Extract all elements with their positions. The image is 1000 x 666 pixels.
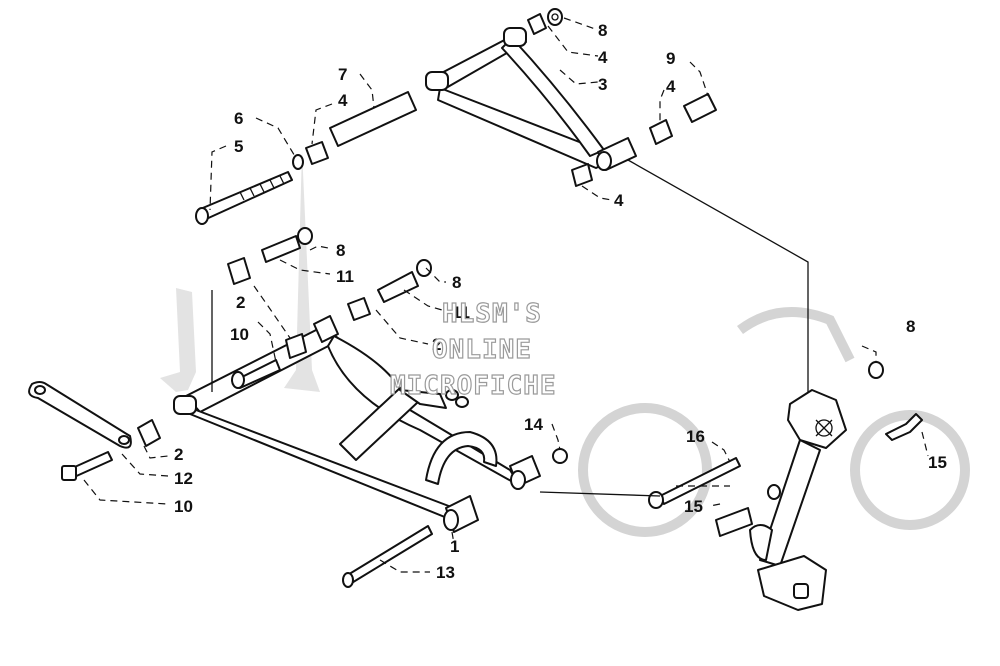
callout-2: 2 bbox=[236, 293, 245, 312]
callout-16: 16 bbox=[686, 427, 705, 446]
watermark-text: HLSM'S ONLINE MICROFICHE bbox=[389, 298, 557, 401]
callout-13: 13 bbox=[436, 563, 455, 582]
callout-2: 2 bbox=[174, 445, 183, 464]
watermark-line-3: MICROFICHE bbox=[390, 371, 557, 401]
callout-15: 15 bbox=[684, 497, 703, 516]
watermark-line-1: HLSM'S bbox=[442, 299, 542, 329]
callout-4: 4 bbox=[598, 48, 608, 67]
callout-9: 9 bbox=[666, 49, 675, 68]
callout-3: 3 bbox=[598, 75, 607, 94]
upper-a-arm bbox=[425, 27, 637, 171]
callout-14: 14 bbox=[524, 415, 543, 434]
callout-12: 12 bbox=[174, 469, 193, 488]
callout-1: 1 bbox=[450, 537, 459, 556]
callout-8: 8 bbox=[452, 273, 461, 292]
callout-10: 10 bbox=[230, 325, 249, 344]
callout-4: 4 bbox=[338, 91, 348, 110]
callout-11: 11 bbox=[452, 303, 470, 322]
lower-hardware bbox=[28, 227, 568, 588]
callout-8: 8 bbox=[598, 21, 607, 40]
assembly-lines bbox=[83, 17, 929, 573]
callout-10: 10 bbox=[174, 497, 193, 516]
callout-7: 7 bbox=[338, 65, 347, 84]
callout-11: 11 bbox=[336, 267, 354, 286]
callout-15: 15 bbox=[928, 453, 947, 472]
callout-5: 5 bbox=[234, 137, 243, 156]
callout-8: 8 bbox=[336, 241, 345, 260]
callout-8: 8 bbox=[906, 317, 915, 336]
watermark-logo bbox=[160, 150, 970, 537]
upper-hardware bbox=[195, 8, 717, 225]
watermark-line-2: ONLINE bbox=[432, 335, 532, 365]
callout-4: 4 bbox=[666, 77, 676, 96]
callout-2: 2 bbox=[432, 335, 441, 354]
callout-4: 4 bbox=[614, 191, 624, 210]
callout-6: 6 bbox=[234, 109, 243, 128]
callout-labels: 8 4 3 9 4 4 7 4 6 5 8 11 8 11 2 2 10 2 1… bbox=[174, 21, 947, 582]
